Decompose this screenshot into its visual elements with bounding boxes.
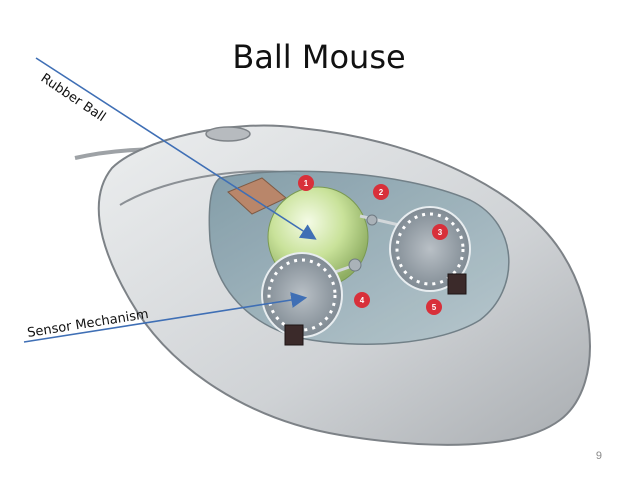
sensor <box>447 273 467 295</box>
page-number: 9 <box>595 450 602 462</box>
svg-text:3: 3 <box>438 228 443 237</box>
encoder-disk <box>389 206 471 292</box>
svg-text:4: 4 <box>360 296 365 305</box>
svg-text:2: 2 <box>379 188 384 197</box>
svg-text:5: 5 <box>432 303 437 312</box>
marker-4: 4 <box>354 292 370 308</box>
svg-text:1: 1 <box>304 179 309 188</box>
rubber-ball-arrow <box>35 57 317 240</box>
marker-5: 5 <box>426 299 442 315</box>
sensor-mechanism-label: Sensor Mechanism <box>26 307 149 341</box>
marker-3: 3 <box>432 224 448 240</box>
encoder-disk <box>261 252 343 338</box>
scroll-wheel <box>205 126 251 142</box>
slide-title: Ball Mouse <box>232 38 406 76</box>
sensor-mechanism-arrow <box>23 292 308 343</box>
marker-1: 1 <box>298 175 314 191</box>
axle-joint <box>366 214 378 226</box>
axle-joint <box>348 258 362 272</box>
marker-2: 2 <box>373 184 389 200</box>
sensor <box>284 324 304 346</box>
